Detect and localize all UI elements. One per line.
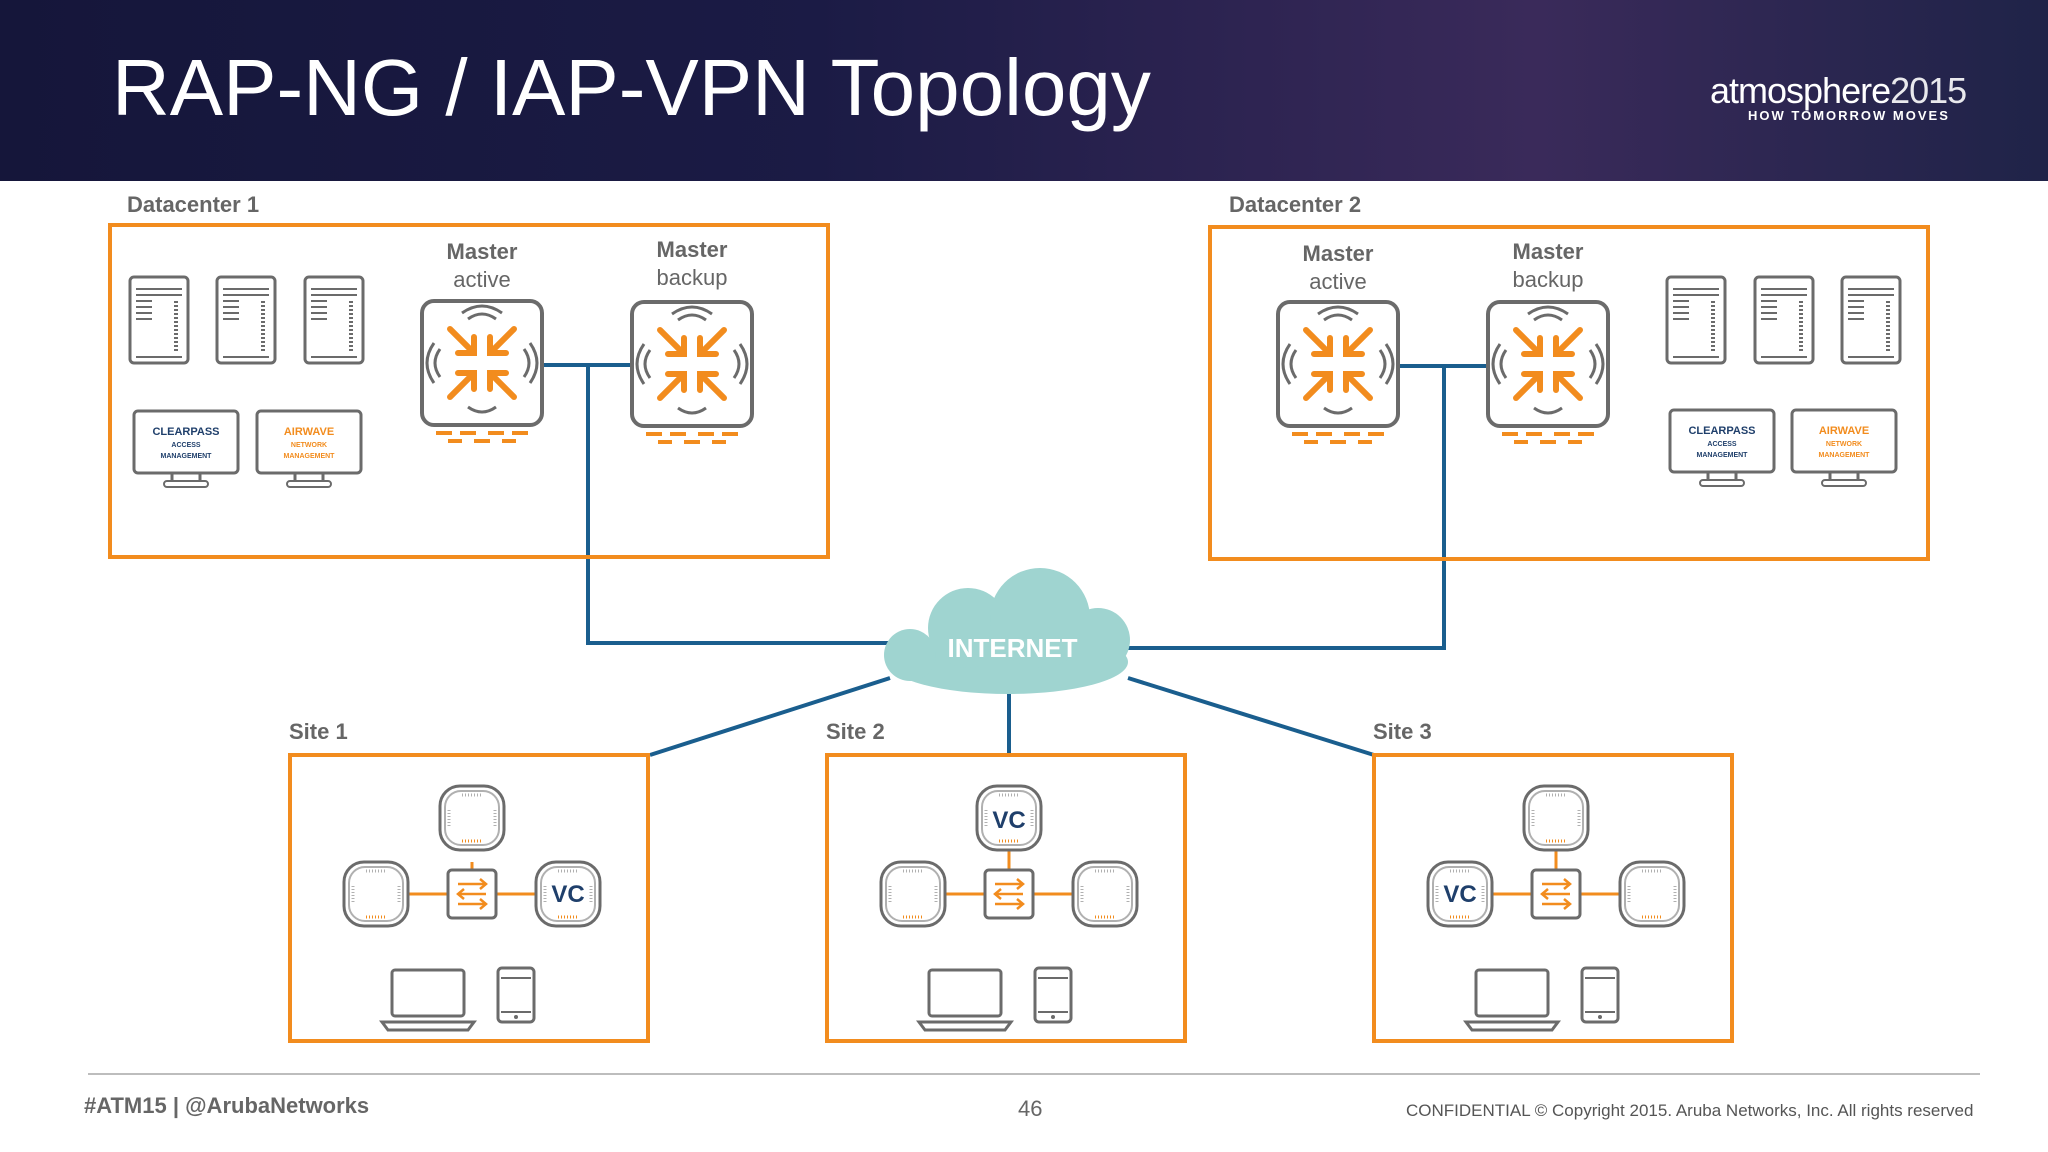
atmosphere-logo: atmosphere2015 [1710, 70, 1967, 112]
datacenter-1-devices: CLEARPASS ACCESS MANAGEMENT AIRWAVE NETW… [128, 275, 752, 489]
logo-word: atmosphere [1710, 70, 1891, 111]
role-title: Master [446, 239, 518, 264]
network-links [541, 363, 1488, 757]
site-1-devices: VC [342, 784, 602, 1032]
datacenter-2-label: Datacenter 2 [1229, 192, 1362, 217]
datacenter-2-box [1208, 225, 1930, 561]
site-2-label: Site 2 [826, 719, 885, 744]
airwave-sub1: NETWORK [291, 442, 327, 449]
site-1-label: Site 1 [289, 719, 348, 744]
vc-label: VC [992, 807, 1025, 834]
site-3-label: Site 3 [1373, 719, 1432, 744]
role-title: Master [1302, 241, 1374, 266]
clearpass-sub2: MANAGEMENT [1697, 452, 1749, 459]
slide-title: RAP-NG / IAP-VPN Topology [112, 43, 1151, 132]
airwave-sub2: MANAGEMENT [284, 453, 336, 460]
airwave-sub1: NETWORK [1826, 441, 1862, 448]
site3-internet-link [1127, 676, 1375, 757]
footer-divider [88, 1073, 1980, 1075]
datacenter-1-label: Datacenter 1 [127, 192, 260, 217]
logo-tagline: HOW TOMORROW MOVES [1748, 108, 1950, 123]
airwave-label: AIRWAVE [284, 426, 334, 438]
site1-internet-link [649, 676, 891, 757]
footer-hashtag: #ATM15 | @ArubaNetworks [84, 1093, 370, 1118]
clearpass-sub2: MANAGEMENT [161, 453, 213, 460]
internet-cloud [884, 568, 1130, 694]
airwave-sub2: MANAGEMENT [1819, 452, 1871, 459]
site-3-box [1372, 753, 1734, 1043]
copyright-notice: CONFIDENTIAL © Copyright 2015. Aruba Net… [1406, 1101, 1974, 1120]
dc1-internet-link [586, 365, 900, 645]
site-2-box [825, 753, 1187, 1043]
role-state: backup [656, 265, 728, 290]
vc-label: VC [551, 881, 584, 908]
role-state: active [1309, 269, 1367, 294]
dc2-master-active-label: Master active [1278, 240, 1398, 296]
dc2-master-backup-label: Master backup [1488, 238, 1608, 294]
page-number: 46 [1018, 1096, 1043, 1121]
vc-label: VC [1443, 881, 1476, 908]
clearpass-sub1: ACCESS [1707, 441, 1737, 448]
airwave-label: AIRWAVE [1819, 425, 1869, 437]
site-3-devices: VC [1426, 784, 1686, 1032]
dc1-master-active-label: Master active [422, 238, 542, 294]
clearpass-label: CLEARPASS [152, 426, 219, 438]
role-title: Master [1512, 239, 1584, 264]
clearpass-label: CLEARPASS [1688, 425, 1755, 437]
dc1-master-backup-label: Master backup [632, 236, 752, 292]
logo-year: 2015 [1890, 70, 1967, 111]
dc2-internet-link [1126, 366, 1446, 650]
clearpass-sub1: ACCESS [171, 442, 201, 449]
role-title: Master [656, 237, 728, 262]
role-state: backup [1512, 267, 1584, 292]
internet-label: INTERNET [947, 633, 1078, 663]
site-2-devices: VC [879, 784, 1139, 1032]
slide-header: RAP-NG / IAP-VPN Topology atmosphere2015… [0, 0, 2048, 181]
datacenter-2-devices: CLEARPASS ACCESS MANAGEMENT AIRWAVE NETW… [1278, 275, 1902, 488]
role-state: active [453, 267, 511, 292]
site-1-box [288, 753, 650, 1043]
datacenter-1-box [108, 223, 830, 559]
